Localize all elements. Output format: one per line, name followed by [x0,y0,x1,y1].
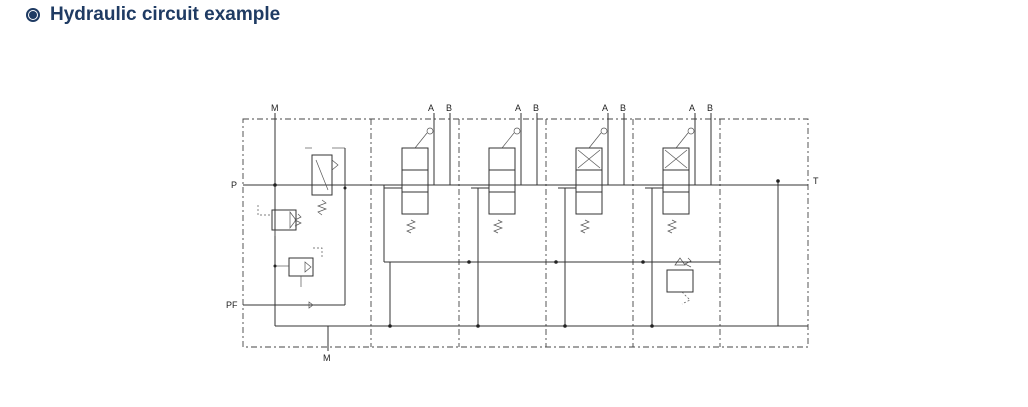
port-label-p: P [231,180,237,190]
port-label-m-bottom: M [323,353,331,363]
section-1-port-a: A [428,103,434,113]
port-label-pf: PF [226,300,238,310]
inlet-section [243,113,808,351]
port-label-t: T [813,176,819,186]
section-4-port-b: B [707,103,713,113]
section-3-port-a: A [602,103,608,113]
work-section-3 [558,113,625,328]
section-2-port-b: B [533,103,539,113]
outlet-section [776,179,780,326]
section-4-port-a: A [689,103,695,113]
section-1-port-b: B [446,103,452,113]
section-2-port-a: A [515,103,521,113]
port-label-m-top: M [271,103,279,113]
radio-dot [29,11,37,19]
section-title: Hydraulic circuit example [50,4,281,25]
work-section-2 [471,113,538,328]
section-header: Hydraulic circuit example [26,2,280,28]
valve-housing-outline [242,118,809,348]
work-section-4 [645,113,712,328]
radio-selected-icon[interactable] [26,8,40,22]
section-3-port-b: B [620,103,626,113]
work-section-1 [383,113,451,328]
